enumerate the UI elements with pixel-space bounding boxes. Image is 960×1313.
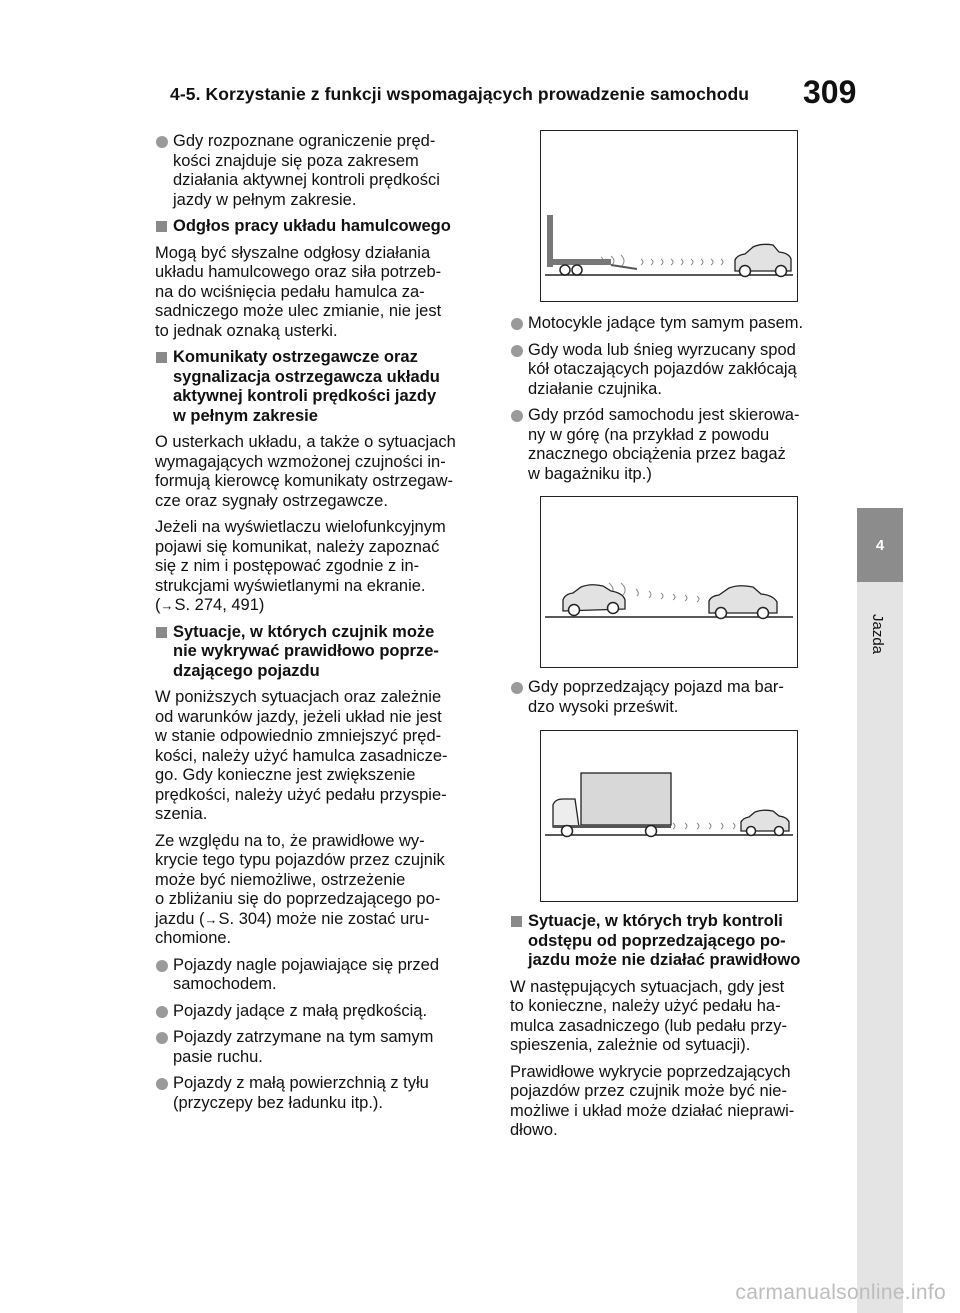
page-reference-link[interactable]: S. 304) może nie zostać uru- chomione. — [155, 909, 430, 948]
radar-waves-icon — [598, 582, 700, 603]
list-item: Pojazdy jadące z małą prędkością. — [155, 1002, 495, 1022]
right-column: Motocykle jadące tym samym pasem. Gdy wo… — [510, 314, 840, 491]
list-item: Motocykle jadące tym samym pasem. — [510, 314, 840, 334]
list-item: Gdy poprzedzający pojazd ma bar- dzo wys… — [510, 678, 840, 717]
page-reference-link[interactable]: S. 274, 491) — [174, 596, 265, 614]
section-heading: Komunikaty ostrzegawcze oraz sygnalizacj… — [155, 348, 495, 426]
radar-waves-icon — [672, 822, 736, 830]
list-item-text: Gdy woda lub śnieg wyrzucany spod kół ot… — [528, 340, 797, 398]
high-clearance-truck-svg — [545, 772, 793, 838]
car-icon — [734, 243, 792, 278]
paragraph: Prawidłowe wykrycie poprzedzających poja… — [510, 1062, 795, 1140]
list-item-text: Pojazdy nagle pojawiające się przed samo… — [173, 955, 439, 994]
section-title: 4-5. Korzystanie z funkcji wspomagającyc… — [170, 84, 750, 104]
list-item: Gdy rozpoznane ograniczenie pręd- kości … — [155, 132, 495, 210]
section-heading-text: Sytuacje, w których czujnik może nie wyk… — [173, 622, 439, 680]
paragraph-text: Jeżeli na wyświetlaczu wielofunkcyjnym p… — [155, 518, 446, 614]
list-item-text: Pojazdy z małą powierzchnią z tyłu (przy… — [173, 1074, 429, 1112]
list-item-text: Motocykle jadące tym samym pasem. — [528, 314, 804, 332]
right-column-bottom: Sytuacje, w których tryb kontroli odstęp… — [510, 912, 840, 1148]
car-icon — [740, 809, 790, 837]
paragraph: W następujących sytuacjach, gdy jest to … — [510, 977, 787, 1055]
unloaded-trailer-svg — [545, 215, 793, 278]
paragraph: Mogą być słyszalne odgłosy działania ukł… — [155, 243, 442, 340]
section-heading: Sytuacje, w których tryb kontroli odstęp… — [510, 912, 840, 971]
empty-trailer-icon — [547, 215, 638, 276]
high-clearance-truck-illustration — [540, 730, 798, 902]
chapter-tab: 4 — [857, 508, 903, 582]
paragraph: W poniższych sytuacjach oraz zależnie od… — [155, 688, 448, 823]
left-column: Gdy rozpoznane ograniczenie pręd- kości … — [155, 132, 495, 1120]
section-heading: Sytuacje, w których czujnik może nie wyk… — [155, 623, 495, 682]
chapter-label: Jazda — [869, 614, 886, 655]
truck-icon — [552, 772, 672, 838]
paragraph: Jeżeli na wyświetlaczu wielofunkcyjnym p… — [155, 518, 495, 616]
section-heading-text: Sytuacje, w których tryb kontroli odstęp… — [528, 912, 801, 969]
chapter-number: 4 — [875, 536, 885, 554]
chapter-stripe — [857, 582, 903, 1313]
unloaded-trailer-illustration — [540, 130, 798, 302]
list-item-text: Gdy przód samochodu jest skierowa- ny w … — [528, 406, 800, 483]
section-heading-text: Odgłos pracy układu hamulcowego — [173, 217, 451, 235]
paragraph: O usterkach układu, a także o sytuacjach… — [155, 433, 456, 510]
list-item: Pojazdy zatrzymane na tym samym pasie ru… — [155, 1028, 495, 1067]
car-icon — [562, 584, 626, 617]
page-number: 309 — [803, 74, 857, 110]
reference-arrow-icon: → — [204, 911, 218, 927]
radar-waves-icon — [600, 254, 724, 268]
list-item-text: Gdy rozpoznane ograniczenie pręd- kości … — [173, 132, 440, 209]
car-icon — [708, 585, 778, 620]
paragraph-text: Ze względu na to, że prawidłowe wy- kryc… — [155, 831, 445, 928]
right-column-middle: Gdy poprzedzający pojazd ma bar- dzo wys… — [510, 678, 840, 724]
reference-arrow-icon: → — [160, 598, 174, 613]
list-item-text: Pojazdy jadące z małą prędkością. — [173, 1001, 428, 1020]
list-item-text: Pojazdy zatrzymane na tym samym pasie ru… — [173, 1028, 434, 1066]
watermark: carmanualsonline.info — [735, 1281, 946, 1304]
list-item: Pojazdy z małą powierzchnią z tyłu (przy… — [155, 1074, 495, 1113]
list-item: Gdy woda lub śnieg wyrzucany spod kół ot… — [510, 341, 840, 400]
section-heading-text: Komunikaty ostrzegawcze oraz sygnalizacj… — [173, 348, 440, 425]
list-item-text: Gdy poprzedzający pojazd ma bar- dzo wys… — [528, 678, 784, 716]
list-item: Pojazdy nagle pojawiające się przed samo… — [155, 956, 495, 995]
car-nose-up-svg — [545, 582, 793, 620]
paragraph: Ze względu na to, że prawidłowe wy- kryc… — [155, 832, 495, 949]
car-nose-up-illustration — [540, 496, 798, 668]
list-item: Gdy przód samochodu jest skierowa- ny w … — [510, 406, 840, 484]
section-heading: Odgłos pracy układu hamulcowego — [155, 217, 495, 237]
